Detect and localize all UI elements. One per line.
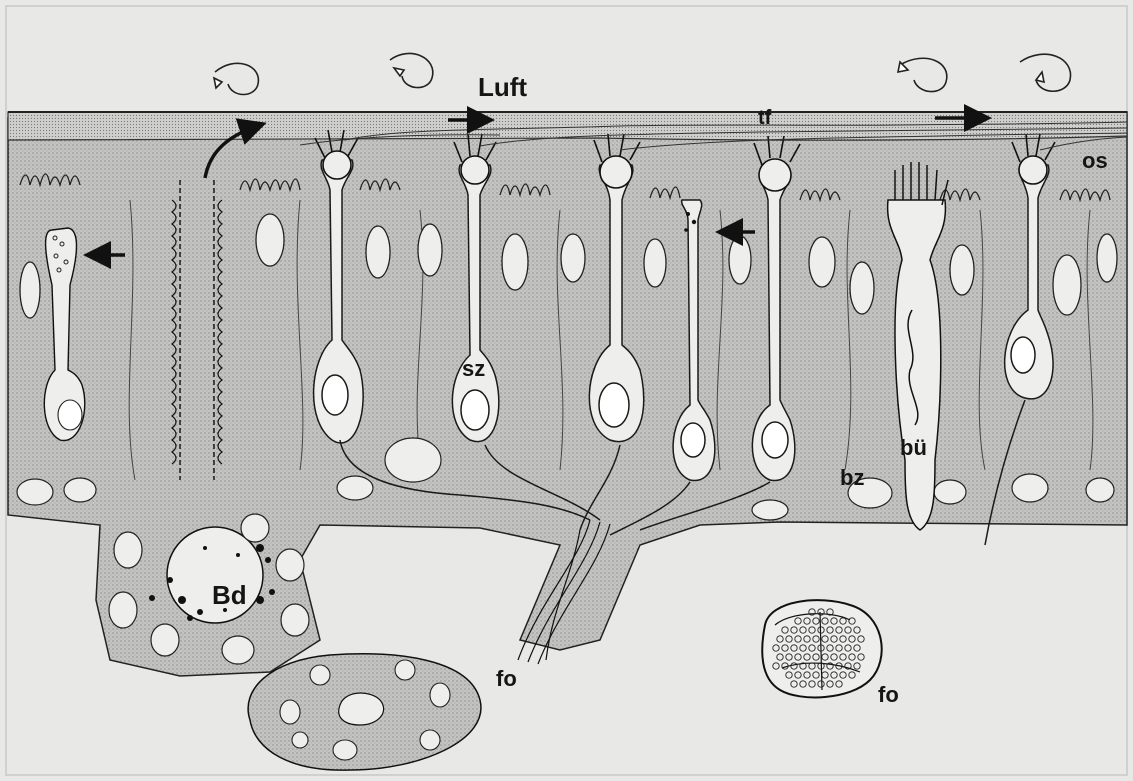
label-bu: bü — [900, 435, 927, 460]
label-tf: tf — [758, 107, 772, 129]
nerve-bundle-cross-section — [762, 600, 881, 697]
label-os: os — [1082, 148, 1108, 173]
label-luft: Luft — [478, 72, 527, 102]
label-fo-left: fo — [496, 666, 517, 691]
label-fo-right: fo — [878, 682, 899, 707]
label-bd: Bd — [212, 580, 247, 610]
label-sz: sz — [462, 356, 485, 381]
label-bz: bz — [840, 465, 864, 490]
